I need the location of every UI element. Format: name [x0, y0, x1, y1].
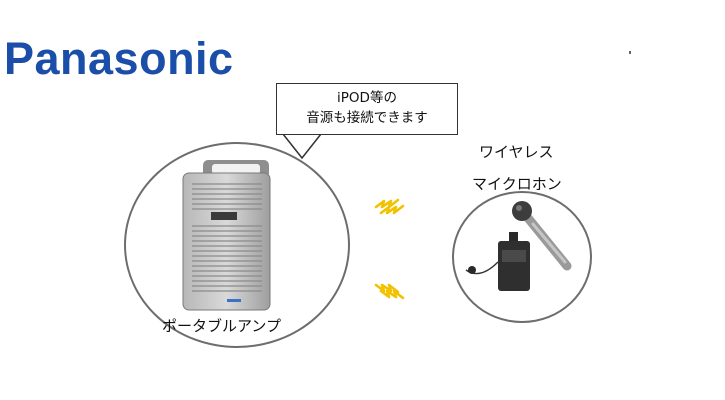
amplifier-label: ポータブルアンプ [162, 317, 281, 335]
panasonic-logo: Panasonic [4, 33, 234, 84]
callout-box: iPOD等の 音源も接続できます [276, 83, 458, 135]
callout-line-2: 音源も接続できます [306, 110, 428, 126]
bodypack-transmitter-icon [465, 232, 530, 291]
microphone-title-line-1: ワイヤレス [479, 143, 554, 161]
microphone-title-line-2: マイクロホン [472, 175, 562, 193]
callout-line-1: iPOD等の [337, 90, 397, 106]
handheld-microphone-icon [512, 201, 572, 271]
decorative-dot [629, 51, 631, 54]
